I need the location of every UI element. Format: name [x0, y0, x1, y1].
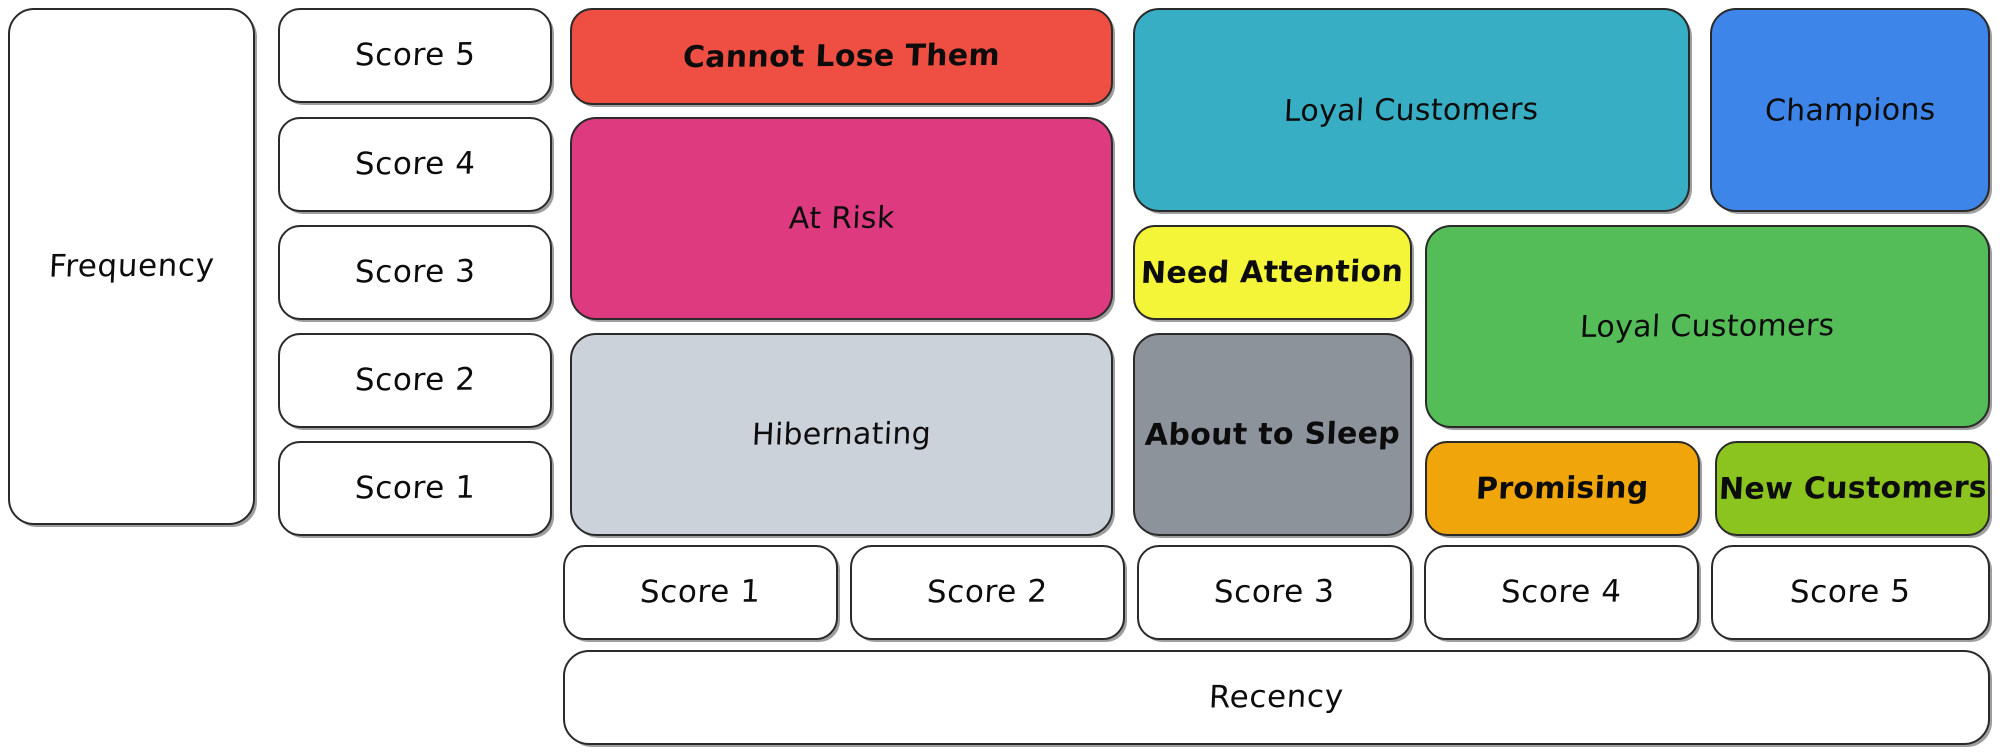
segment-about-to-sleep-label: About to Sleep: [1144, 416, 1401, 453]
frequency-score-3: Score 3: [278, 225, 552, 320]
segment-about-to-sleep[interactable]: About to Sleep: [1133, 333, 1412, 536]
recency-score-2: Score 2: [850, 545, 1125, 640]
recency-axis-label: Recency: [1208, 678, 1345, 716]
recency-score-4-label: Score 4: [1500, 574, 1623, 611]
segment-need-attention[interactable]: Need Attention: [1133, 225, 1412, 320]
segment-loyal-customers-teal-label: Loyal Customers: [1283, 91, 1540, 129]
recency-axis-box: Recency: [563, 650, 1990, 745]
segment-loyal-customers-teal[interactable]: Loyal Customers: [1133, 8, 1690, 212]
segment-loyal-customers-green-label: Loyal Customers: [1579, 308, 1836, 345]
frequency-axis-box: Frequency: [8, 8, 255, 525]
segment-champions-label: Champions: [1763, 91, 1937, 129]
recency-score-5-label: Score 5: [1789, 574, 1912, 611]
recency-score-1-label: Score 1: [639, 574, 762, 611]
segment-hibernating-label: Hibernating: [751, 416, 932, 453]
segment-at-risk[interactable]: At Risk: [570, 117, 1113, 320]
frequency-score-5: Score 5: [278, 8, 552, 103]
segment-new-customers-label: New Customers: [1717, 470, 1988, 507]
frequency-score-4: Score 4: [278, 117, 552, 212]
segment-new-customers[interactable]: New Customers: [1715, 441, 1990, 536]
frequency-score-1-label: Score 1: [353, 470, 477, 507]
segment-promising-label: Promising: [1475, 470, 1650, 507]
recency-score-2-label: Score 2: [926, 574, 1049, 611]
frequency-axis-label: Frequency: [47, 247, 216, 286]
recency-score-3: Score 3: [1137, 545, 1412, 640]
segment-loyal-customers-green[interactable]: Loyal Customers: [1425, 225, 1990, 428]
frequency-score-2: Score 2: [278, 333, 552, 428]
recency-score-4: Score 4: [1424, 545, 1699, 640]
recency-score-3-label: Score 3: [1213, 574, 1336, 611]
segment-promising[interactable]: Promising: [1425, 441, 1700, 536]
segment-cannot-lose-them-label: Cannot Lose Them: [682, 37, 1001, 76]
frequency-score-5-label: Score 5: [353, 37, 477, 74]
recency-score-1: Score 1: [563, 545, 838, 640]
segment-need-attention-label: Need Attention: [1140, 254, 1405, 291]
segment-cannot-lose-them[interactable]: Cannot Lose Them: [570, 8, 1113, 105]
frequency-score-2-label: Score 2: [353, 362, 477, 399]
segment-hibernating[interactable]: Hibernating: [570, 333, 1113, 536]
frequency-score-1: Score 1: [278, 441, 552, 536]
frequency-score-4-label: Score 4: [353, 146, 477, 183]
frequency-score-3-label: Score 3: [353, 254, 477, 291]
segment-at-risk-label: At Risk: [787, 200, 896, 237]
segment-champions[interactable]: Champions: [1710, 8, 1990, 212]
recency-score-5: Score 5: [1711, 545, 1990, 640]
